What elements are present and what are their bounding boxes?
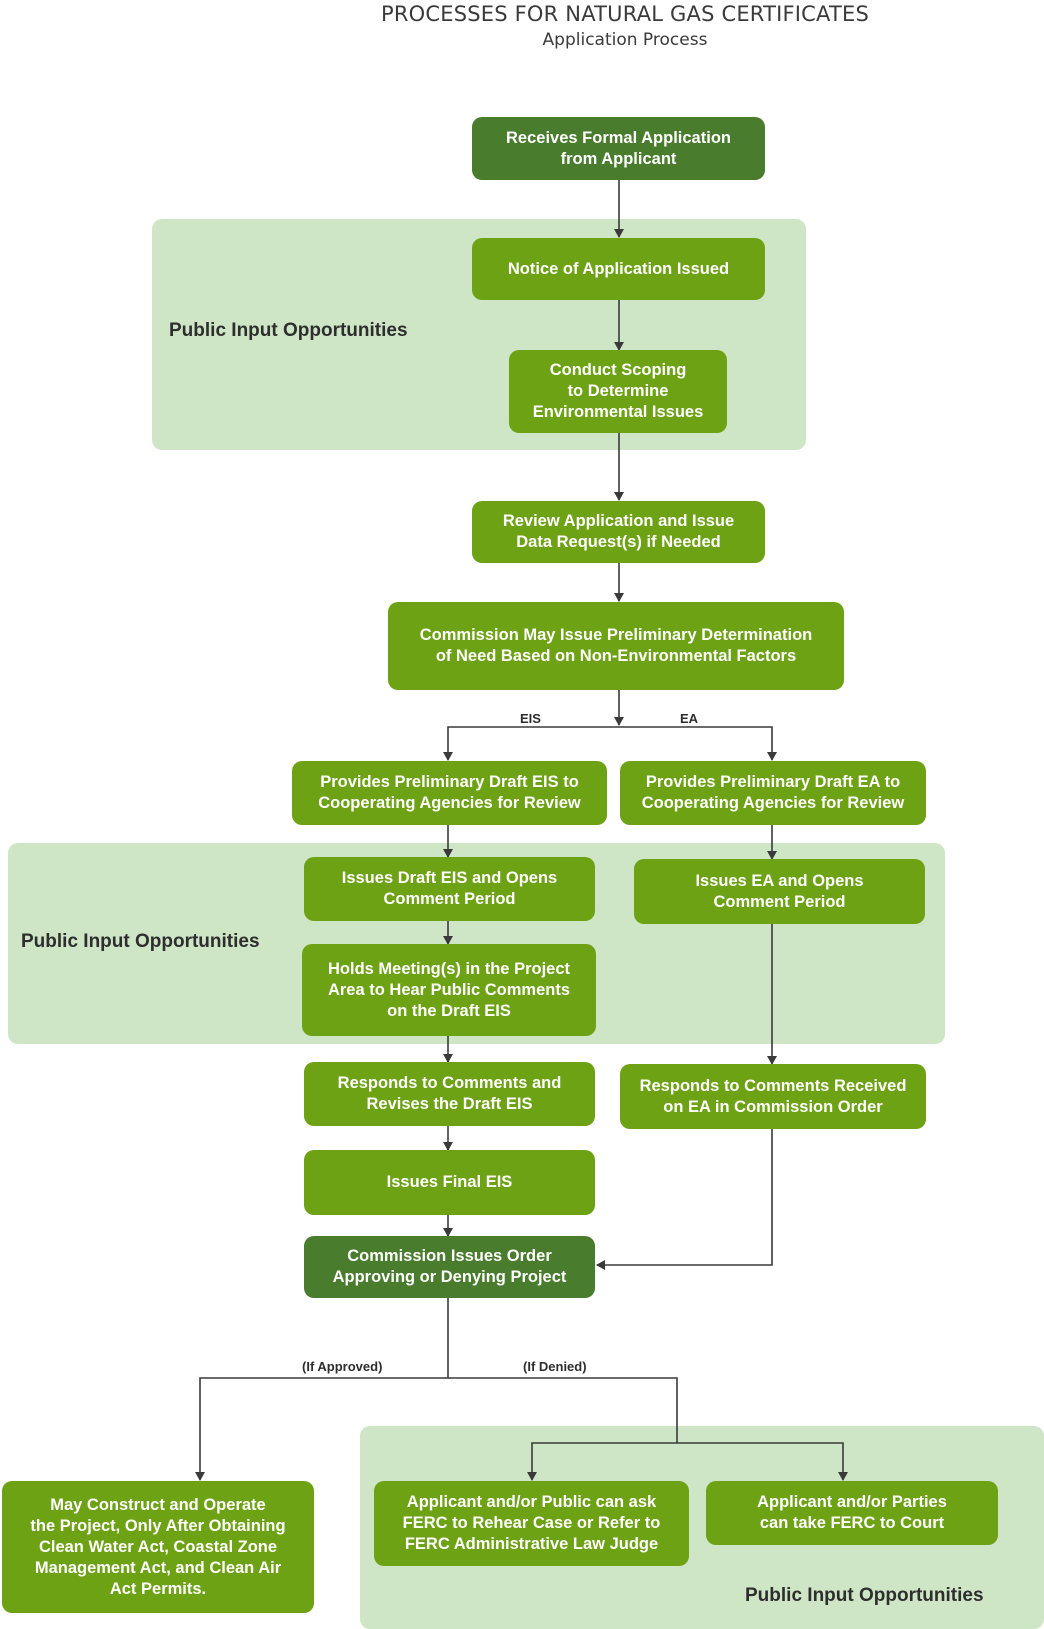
page-title: PROCESSES FOR NATURAL GAS CERTIFICATES [380,2,869,26]
link-order-approved [195,1298,449,1481]
branch-label-ea: EA [680,711,699,726]
step-preliminary-draft-eis: Provides Preliminary Draft EIS to Cooper… [292,761,607,825]
link-split-eis [443,726,619,761]
step-conduct-scoping: Conduct Scoping to Determine Environment… [509,350,727,433]
step-preliminary-draft-ea: Provides Preliminary Draft EA to Coopera… [620,761,926,825]
step-responds-ea-order: Responds to Comments Received on EA in C… [620,1064,926,1129]
step-rehear-case: Applicant and/or Public can ask FERC to … [374,1481,689,1566]
branch-label-approved: (If Approved) [302,1359,383,1374]
step-issues-final-eis: Issues Final EIS [304,1150,595,1215]
step-holds-meetings: Holds Meeting(s) in the Project Area to … [302,944,596,1036]
step-issues-draft-eis: Issues Draft EIS and Opens Comment Perio… [304,857,595,921]
step-commission-order: Commission Issues Order Approving or Den… [304,1236,595,1298]
step-notice-issued: Notice of Application Issued [472,238,765,300]
public-input-label-2: Public Input Opportunities [21,931,260,952]
step-responds-revises-eis: Responds to Comments and Revises the Dra… [304,1062,595,1126]
page-subtitle: Application Process [542,30,708,50]
link-order-denied [448,1377,678,1443]
link-denied-court [677,1442,848,1481]
step-review-application: Review Application and Issue Data Reques… [472,501,765,563]
branch-label-eis: EIS [520,711,541,726]
branch-label-denied: (If Denied) [523,1359,587,1374]
step-issues-ea: Issues EA and Opens Comment Period [634,859,925,924]
link-split-ea [619,726,777,761]
step-take-ferc-court: Applicant and/or Parties can take FERC t… [706,1481,998,1545]
step-construct-operate: May Construct and Operate the Project, O… [2,1481,314,1613]
step-receives-application: Receives Formal Application from Applica… [472,117,765,180]
public-input-label-3: Public Input Opportunities [745,1585,984,1606]
link-respondsea-order [596,1129,773,1270]
link-denied-rehear [527,1442,677,1481]
public-input-label-1: Public Input Opportunities [169,320,408,341]
step-preliminary-determination: Commission May Issue Preliminary Determi… [388,602,844,690]
